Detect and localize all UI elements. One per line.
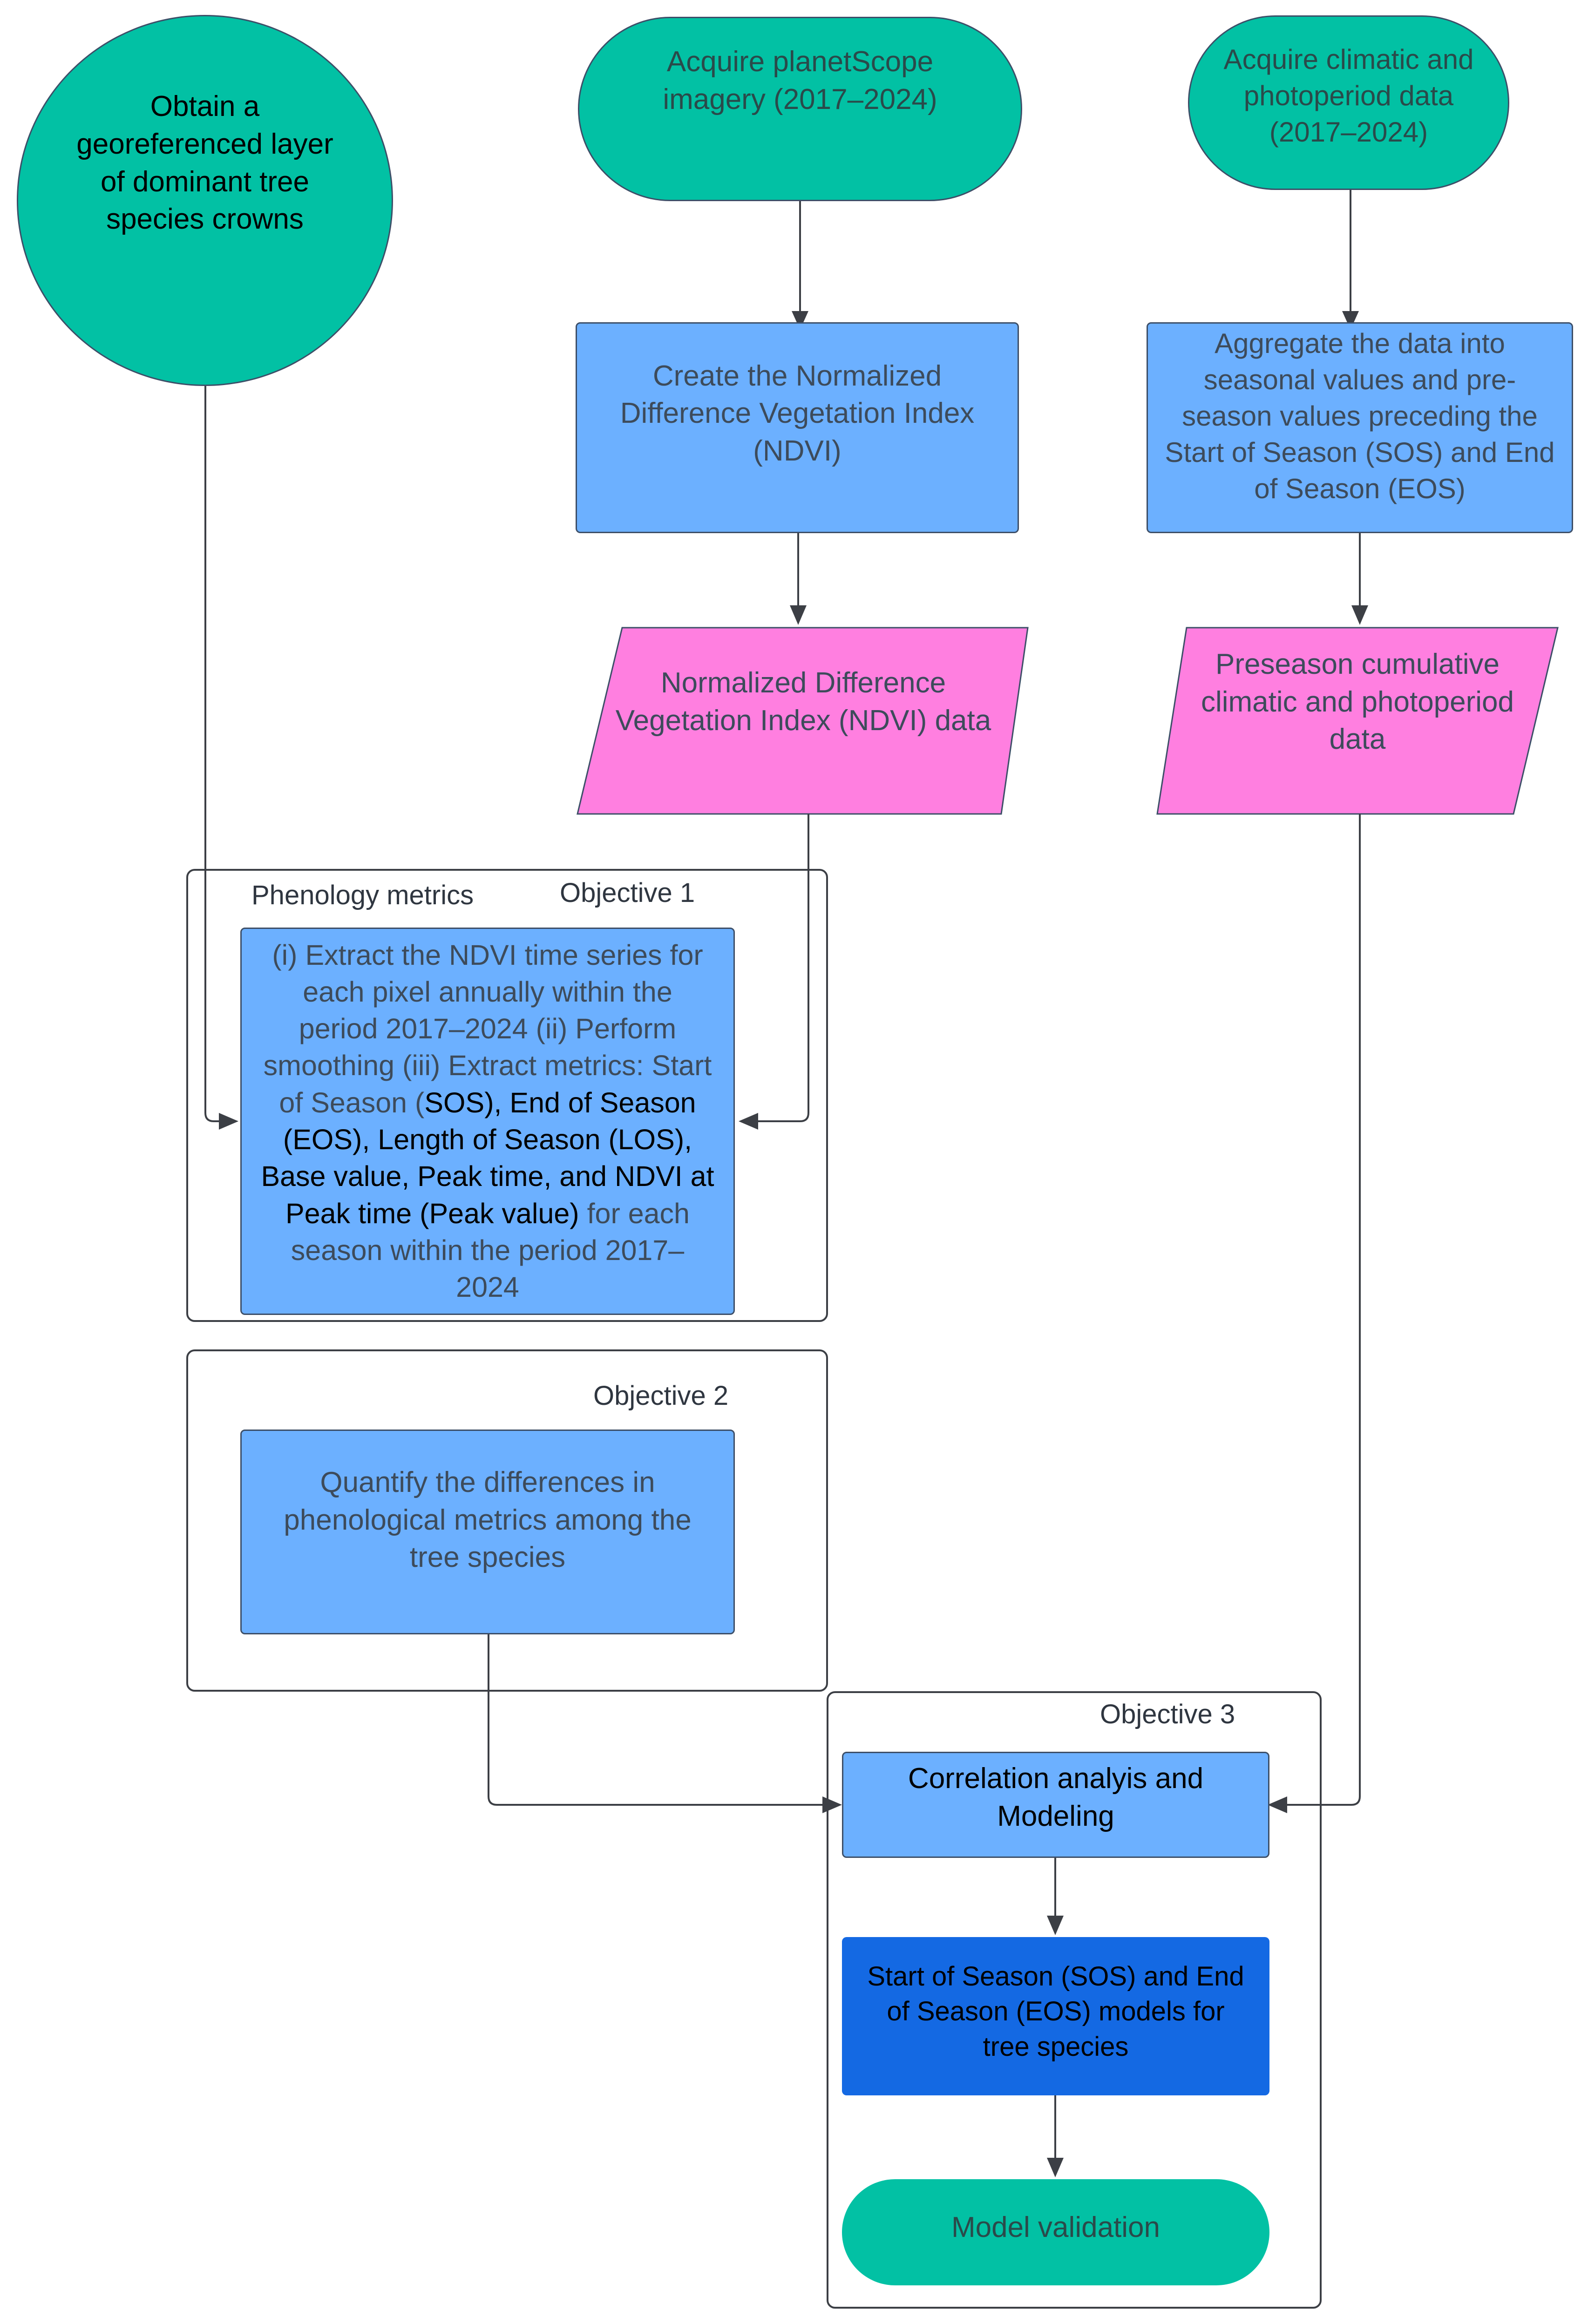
quantify-differences-text: Quantify the differences in phenological… [284,1466,692,1574]
arrowhead [790,605,807,625]
preseason-data-node: Preseason cumulative climatic and photop… [1183,628,1532,814]
preseason-data-text: Preseason cumulative climatic and photop… [1201,648,1514,756]
extract-metrics-node: (i) Extract the NDVI time series for eac… [240,928,735,1315]
objective1-frame [186,869,828,1322]
model-validation-node: Model validation [842,2179,1269,2285]
arrowhead [739,1113,758,1130]
create-ndvi-text: Create the Normalized Difference Vegetat… [620,359,975,467]
arrowhead [219,1113,238,1130]
sos-eos-models-node: Start of Season (SOS) and End of Season … [842,1937,1269,2095]
sos-eos-models-text: Start of Season (SOS) and End of Season … [867,1961,1244,2062]
objective3-label: Objective 3 [1100,1699,1235,1729]
correlation-text: Correlation analyis and Modeling [908,1762,1204,1832]
objective1-label: Objective 1 [560,878,695,908]
objective2-label: Objective 2 [593,1381,729,1411]
arrowhead [792,311,808,330]
ndvi-data-node: Normalized Difference Vegetation Index (… [601,628,1006,814]
create-ndvi-node: Create the Normalized Difference Vegetat… [576,322,1019,533]
ndvi-data-shape [577,627,1029,815]
arrowhead [1047,2158,1064,2177]
arrowhead [1047,1916,1064,1935]
arrowhead [1342,311,1359,330]
extract-metrics-part3: for each season within the period 2017–2… [291,1197,690,1303]
extract-metrics-text: (i) Extract the NDVI time series for eac… [260,937,715,1306]
acquire-climatic-text: Acquire climatic and photoperiod data (2… [1223,43,1474,148]
correlation-node: Correlation analyis and Modeling [842,1752,1269,1858]
arrowhead [1351,605,1368,625]
extract-metrics-part1: (i) Extract the NDVI time series for eac… [263,939,712,1118]
acquire-planetscope-node: Acquire planetScope imagery (2017–2024) [578,17,1022,201]
model-validation-text: Model validation [951,2211,1160,2243]
quantify-differences-node: Quantify the differences in phenological… [240,1430,735,1634]
acquire-climatic-node: Acquire climatic and photoperiod data (2… [1188,15,1509,190]
ndvi-data-text: Normalized Difference Vegetation Index (… [615,667,991,737]
aggregate-data-node: Aggregate the data into seasonal values … [1147,322,1573,533]
obtain-layer-node: Obtain a georeferenced layer of dominant… [17,15,393,386]
aggregate-data-text: Aggregate the data into seasonal values … [1165,327,1555,504]
edge-preseason-to-correlation [1281,814,1361,1806]
objective2-frame [186,1349,828,1692]
edge-quantify-to-correlation [488,1634,826,1806]
objective3-frame [827,1691,1322,2309]
arrowhead [1268,1796,1287,1813]
extract-metrics-part2: SOS), End of Season (EOS), Length of Sea… [261,1086,714,1229]
preseason-data-shape [1156,627,1559,815]
phenology-metrics-label: Phenology metrics [251,880,474,910]
edge-ndvidata-to-extract [749,814,809,1122]
acquire-planetscope-text: Acquire planetScope imagery (2017–2024) [663,46,937,115]
obtain-layer-text: Obtain a georeferenced layer of dominant… [76,90,333,236]
edge-layer-to-extract [204,386,226,1122]
